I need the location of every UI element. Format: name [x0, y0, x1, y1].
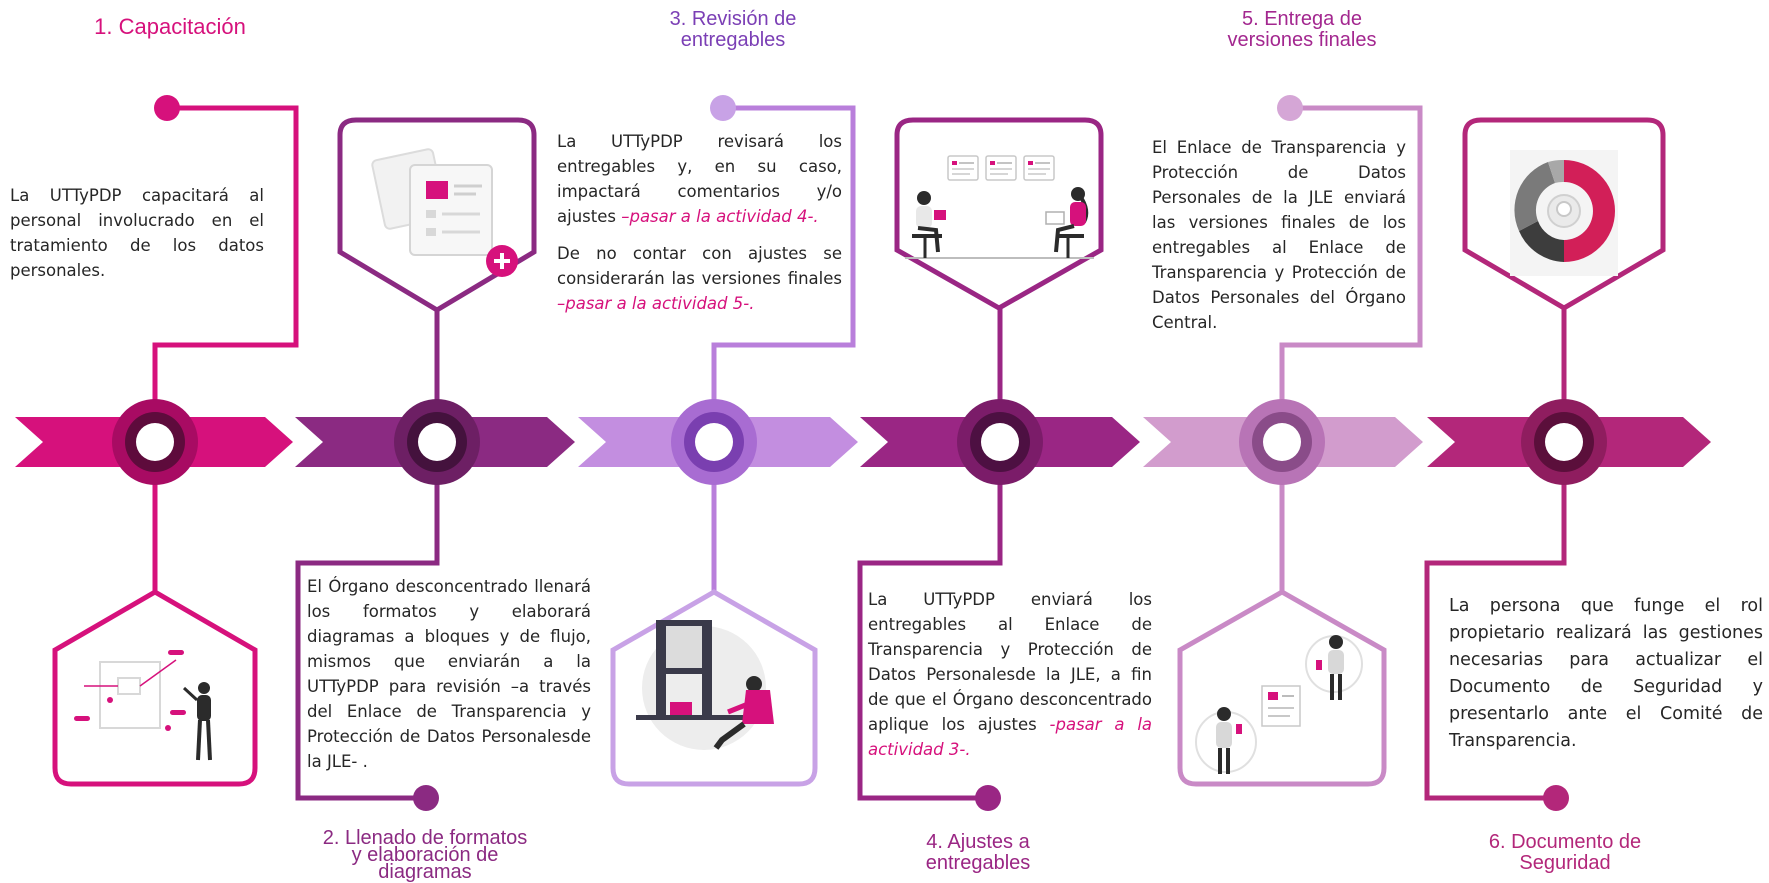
step-description-2-text: El Órgano desconcentrado llenará los for…: [307, 577, 591, 771]
person-diagram-illustration: [74, 650, 212, 761]
step-description-2: El Órgano desconcentrado llenará los for…: [307, 574, 591, 774]
step-description-5-text: El Enlace de Transparencia y Protección …: [1152, 138, 1406, 332]
milestone-ring-2: [394, 399, 480, 485]
step-description-6: La persona que funge el rol propietario …: [1449, 593, 1763, 755]
milestone-ring-6: [1521, 399, 1607, 485]
step-title-2-line-2: y elaboración de: [351, 844, 499, 866]
endpoint-dot-3: [710, 95, 736, 121]
step-title-2-line-3: diagramas: [378, 861, 472, 883]
endpoint-dots: [154, 95, 1569, 811]
timeline-band: [15, 417, 1711, 467]
step-title-3: 3. Revisión de entregables: [603, 9, 863, 51]
milestone-ring-1: [112, 399, 198, 485]
people-messaging-illustration: [1195, 635, 1363, 774]
step-description-5: El Enlace de Transparencia y Protección …: [1152, 135, 1406, 335]
step-description-3-link-activity-5[interactable]: –pasar a la actividad 5-.: [557, 294, 755, 313]
step-title-1: 1. Capacitación: [55, 14, 285, 39]
step-title-4: 4. Ajustes a entregables: [848, 832, 1108, 874]
shield-step-5: [1177, 589, 1387, 787]
step-title-6-line-1: 6. Documento de: [1488, 831, 1642, 853]
donut-badge-icon: [1510, 150, 1618, 276]
shield-step-6: [1462, 117, 1666, 311]
connector-lines: [152, 105, 1567, 801]
milestone-ring-4: [957, 399, 1043, 485]
milestone-rings: [112, 399, 1607, 485]
step-description-4: La UTTyPDP enviará los entregables al En…: [868, 587, 1152, 762]
step-title-5: 5. Entrega de versiones finales: [1172, 9, 1432, 51]
step-description-4-text: La UTTyPDP enviará los entregables al En…: [868, 590, 1152, 734]
step-title-5-line-2: versiones finales: [1227, 29, 1377, 51]
step-title-2-line-1: 2. Llenado de formatos: [322, 827, 528, 849]
step-title-4-line-1: 4. Ajustes a: [926, 831, 1030, 853]
endpoint-dot-4: [975, 785, 1001, 811]
step-description-1: La UTTyPDP capacitará al personal involu…: [10, 183, 264, 283]
step-description-3-link-activity-4[interactable]: –pasar a la actividad 4-.: [621, 207, 819, 226]
step-title-6: 6. Documento de Seguridad: [1435, 832, 1695, 874]
endpoint-dot-2: [413, 785, 439, 811]
step-title-3-line-1: 3. Revisión de: [669, 8, 797, 30]
endpoint-dot-1: [154, 95, 180, 121]
shield-step-1: [52, 589, 258, 787]
step-title-2: 2. Llenado de formatos y elaboración de …: [295, 827, 555, 883]
documents-add-icon: [371, 148, 518, 277]
endpoint-dot-5: [1277, 95, 1303, 121]
step-description-6-text: La persona que funge el rol propietario …: [1449, 596, 1763, 751]
endpoint-dot-6: [1543, 785, 1569, 811]
step-title-6-line-2: Seguridad: [1519, 852, 1611, 874]
shield-step-2: [337, 117, 537, 313]
person-working-window-illustration: [636, 620, 774, 750]
step-title-1-line-1: 1. Capacitación: [94, 14, 246, 39]
step-description-3-paragraph-2: De no contar con ajustes se considerarán…: [557, 241, 842, 316]
milestone-ring-3: [671, 399, 757, 485]
step-title-5-line-1: 5. Entrega de: [1241, 8, 1363, 30]
milestone-ring-5: [1239, 399, 1325, 485]
shield-step-4: [894, 117, 1104, 311]
step-description-3-text: La UTTyPDP revisará los entregables y, e…: [557, 132, 842, 226]
people-reviewing-illustration: [905, 155, 1094, 259]
step-description-3-paragraph-1: La UTTyPDP revisará los entregables y, e…: [557, 129, 842, 229]
step-description-1-text: La UTTyPDP capacitará al personal involu…: [10, 186, 264, 280]
step-description-3: La UTTyPDP revisará los entregables y, e…: [557, 129, 842, 316]
step-title-4-line-2: entregables: [925, 852, 1031, 874]
shield-step-3: [610, 589, 818, 787]
step-description-4-paragraph: La UTTyPDP enviará los entregables al En…: [868, 587, 1152, 762]
step-description-3-text-2: De no contar con ajustes se considerarán…: [557, 244, 842, 288]
step-title-3-line-2: entregables: [680, 29, 786, 51]
step-description-4-link-activity-3[interactable]: -pasar a la actividad 3-.: [868, 715, 1153, 759]
